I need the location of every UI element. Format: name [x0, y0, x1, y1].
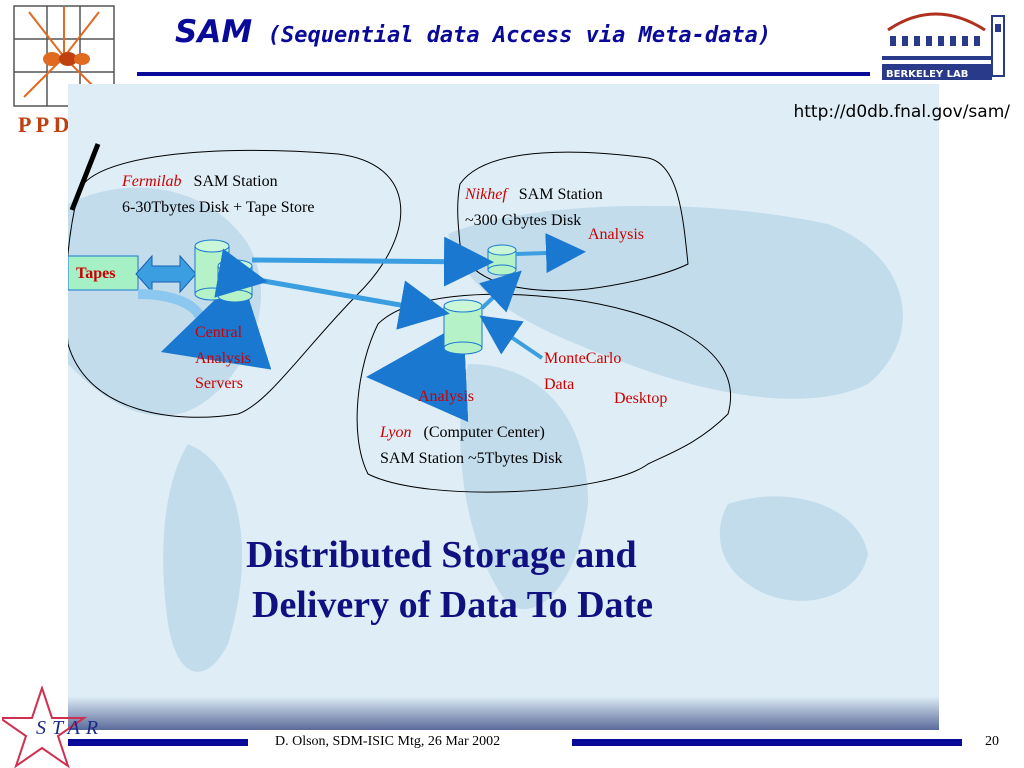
sam-url: http://d0db.fnal.gov/sam/ [793, 102, 1010, 122]
caption-line2: Delivery of Data To Date [252, 584, 654, 626]
tapes-box [68, 255, 139, 291]
berkeley-lab-logo: BERKELEY LAB [882, 12, 1005, 80]
footer-rule-left [68, 739, 248, 746]
world-map-panel [68, 84, 939, 730]
title-main: SAM [175, 14, 253, 50]
central-analysis-line2: Analysis [195, 350, 251, 367]
footer-rule-right [572, 739, 962, 746]
montecarlo-line2: Data [544, 376, 575, 393]
fermilab-curved-arrow [137, 274, 272, 370]
nikhef-disk [487, 244, 517, 276]
lyon-disk [443, 299, 483, 355]
fermilab-site-name: Fermilab [122, 173, 182, 190]
nikhef-storage-label: ~300 Gbytes Disk [465, 212, 582, 229]
lyon-role: (Computer Center) [423, 424, 545, 441]
footer-citation: D. Olson, SDM-ISIC Mtg, 26 Mar 2002 [275, 734, 501, 749]
caption-line1: Distributed Storage and [246, 534, 637, 576]
montecarlo-line1: MonteCarlo [544, 350, 622, 367]
slide-title: SAM (Sequential data Access via Meta-dat… [175, 14, 771, 50]
nikhef-role: SAM Station [518, 186, 603, 203]
lyon-site-name: Lyon [380, 424, 412, 441]
fermilab-station-label: Fermilab SAM Station [122, 173, 278, 191]
fermilab-lyon-double-arrow [214, 248, 450, 330]
nikhef-to-analysis-arrow [515, 233, 586, 274]
star-logo: STAR [2, 686, 104, 768]
map-bottom-fade [68, 696, 939, 730]
lyon-storage-label: SAM Station ~5Tbytes Disk [380, 450, 563, 467]
nikhef-station-label: Nikhef SAM Station [465, 186, 603, 204]
title-sub: (Sequential data Access via Meta-data) [267, 23, 772, 48]
lyon-station-label: Lyon (Computer Center) [380, 424, 545, 442]
title-underline [137, 72, 870, 76]
lyon-region-outline [356, 293, 731, 493]
fermilab-to-nikhef-arrow [251, 236, 494, 287]
fermilab-role: SAM Station [193, 173, 278, 190]
page-number: 20 [985, 734, 999, 749]
berkeley-lab-logo-text: BERKELEY LAB [886, 69, 968, 80]
central-analysis-line3: Servers [195, 375, 243, 392]
central-analysis-line1: Central [195, 324, 243, 341]
lyon-analysis-label: Analysis [418, 388, 474, 405]
nikhef-site-name: Nikhef [465, 186, 507, 203]
desktop-label: Desktop [614, 390, 668, 407]
fermilab-storage-label: 6-30Tbytes Disk + Tape Store [122, 199, 315, 216]
fermilab-region-outline [68, 149, 402, 418]
fermilab-disk-small [217, 259, 253, 303]
tapes-label: Tapes [76, 265, 116, 282]
lyon-to-nikhef-arrow [478, 270, 522, 313]
montecarlo-to-lyon-arrow [479, 315, 544, 360]
nikhef-analysis-label: Analysis [588, 226, 644, 243]
star-logo-text: STAR [36, 717, 104, 739]
